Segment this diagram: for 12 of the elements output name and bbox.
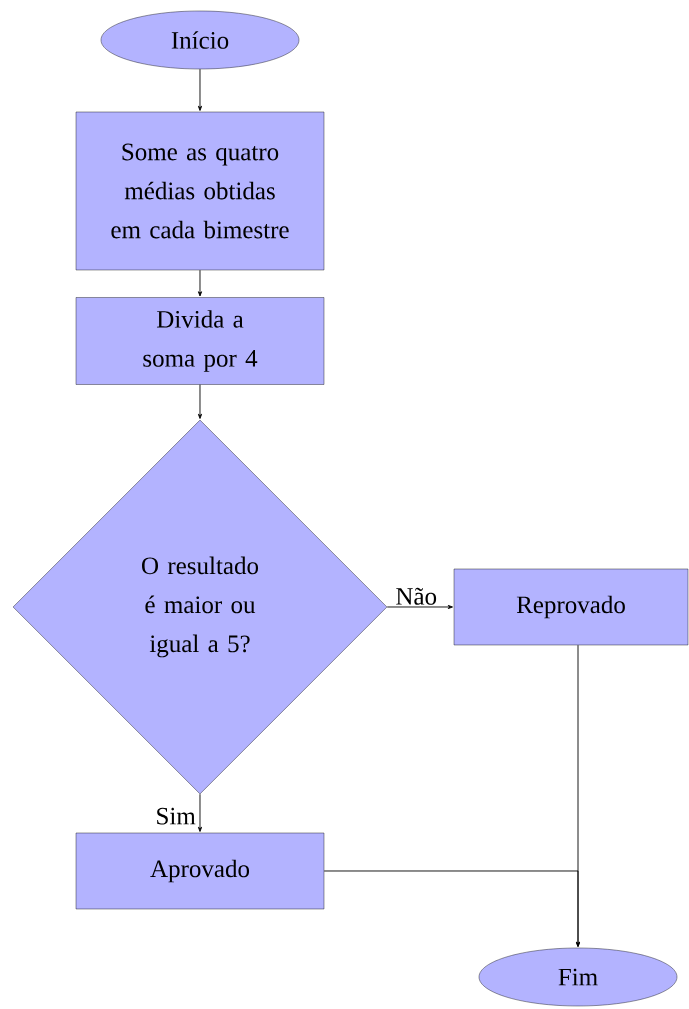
process-box: Reprovado bbox=[453, 568, 689, 646]
arrow bbox=[197, 68, 203, 111]
arrow bbox=[197, 269, 203, 297]
process-box: Aprovado bbox=[75, 832, 325, 910]
process-box: Some as quatro médias obtidas em cada bimestre bbox=[75, 111, 325, 271]
arrow bbox=[323, 870, 581, 947]
edge-label: Sim bbox=[157, 807, 196, 825]
process-box: Divida a soma por 4 bbox=[75, 297, 325, 385]
arrow bbox=[386, 604, 453, 610]
arrow bbox=[197, 793, 203, 832]
arrow bbox=[197, 384, 203, 419]
edge-label: Não bbox=[396, 587, 437, 605]
